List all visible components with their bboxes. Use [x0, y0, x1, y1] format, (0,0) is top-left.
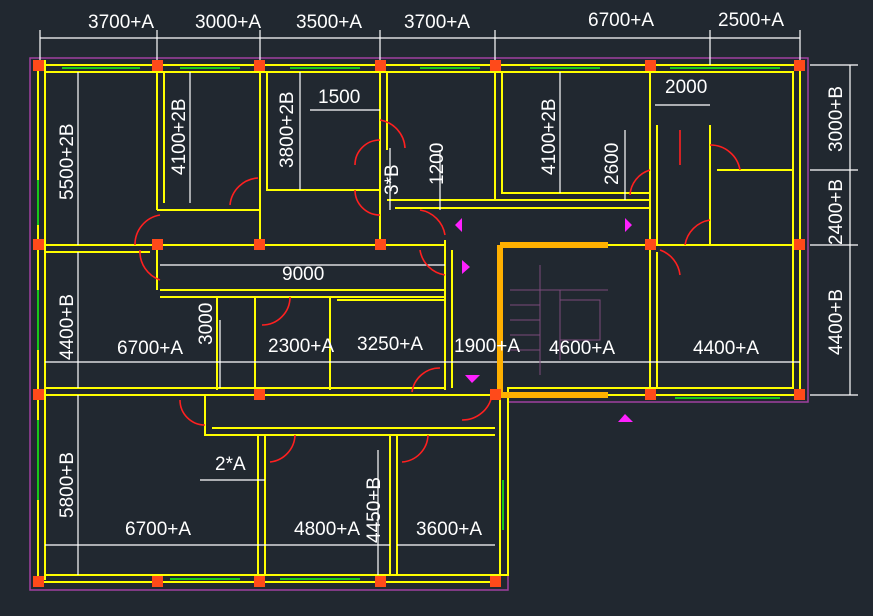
dimension-labels: 3700+A 3000+A 3500+A 3700+A 6700+A 2500+…	[57, 10, 847, 543]
stair	[497, 242, 608, 398]
walls	[37, 60, 801, 583]
dim-3000: 3000	[196, 303, 217, 345]
dim-top-1: 3700+A	[88, 12, 154, 33]
dim-top-6: 2500+A	[718, 10, 784, 31]
dim-3250: 3250+A	[357, 334, 423, 355]
dim-4400: 4400+A	[693, 338, 759, 359]
dim-top-3: 3500+A	[296, 12, 362, 33]
dim-right-3: 4400+B	[826, 289, 847, 355]
dimension-lines	[39, 30, 858, 575]
dim-1500: 1500	[318, 87, 360, 108]
dim-top-5: 6700+A	[588, 10, 654, 31]
windows	[37, 67, 780, 580]
dim-3b: 3*B	[382, 164, 403, 195]
outer-boundary	[29, 57, 809, 591]
dim-2300: 2300+A	[268, 336, 334, 357]
dim-left-3: 5800+B	[57, 452, 78, 518]
dim-4450: 4450+B	[364, 477, 385, 543]
section-markers	[455, 218, 633, 422]
dim-4800: 4800+A	[294, 519, 360, 540]
doors	[134, 119, 741, 463]
dim-2000: 2000	[665, 77, 707, 98]
dim-right-2: 2400+B	[826, 179, 847, 245]
columns	[33, 60, 805, 587]
dim-1900: 1900+A	[454, 336, 520, 357]
dim-9000: 9000	[282, 264, 324, 285]
dim-2600: 2600	[602, 143, 623, 185]
dim-right-1: 3000+B	[826, 86, 847, 152]
dim-3800-2b: 3800+2B	[277, 91, 298, 168]
dim-top-2: 3000+A	[195, 12, 261, 33]
dim-3600: 3600+A	[416, 519, 482, 540]
dim-left-2: 4400+B	[57, 294, 78, 360]
dim-4100-2b-b: 4100+2B	[539, 98, 560, 175]
dim-4100-2b-a: 4100+2B	[169, 98, 190, 175]
dim-left-1: 5500+2B	[57, 123, 78, 200]
dim-4600: 4600+A	[549, 338, 615, 359]
dim-top-4: 3700+A	[404, 12, 470, 33]
dim-6700-a-bottom: 6700+A	[125, 519, 191, 540]
dim-6700-a-mid: 6700+A	[117, 338, 183, 359]
dim-1200: 1200	[427, 143, 448, 185]
dim-2a: 2*A	[215, 454, 246, 475]
